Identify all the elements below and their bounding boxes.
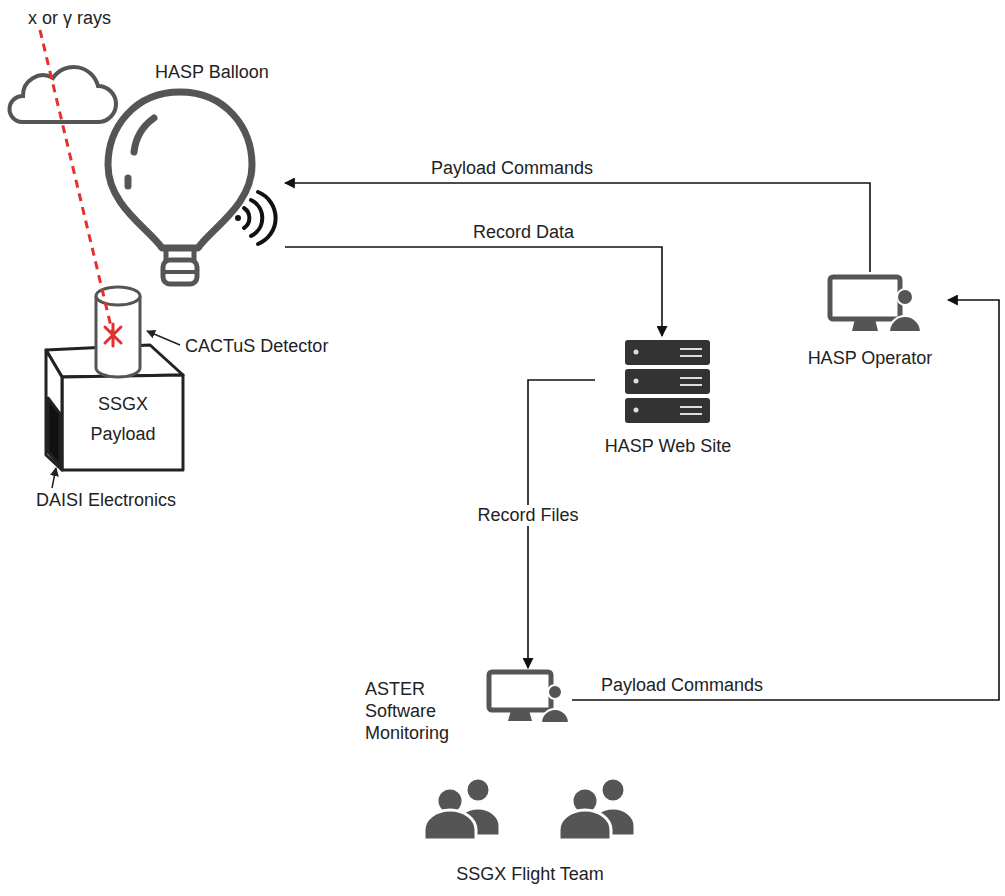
detector-node: CACTuS Detector [94, 285, 142, 378]
leader-line [147, 331, 180, 345]
edge-label: Payload Commands [428, 158, 596, 179]
operator-icon [830, 277, 921, 332]
ray-path [40, 30, 113, 335]
edge-label: Payload Commands [598, 675, 766, 696]
node-label: CACTuS Detector [185, 336, 328, 357]
monitor-icon [489, 672, 569, 723]
server-icon [625, 340, 710, 423]
server-node: HASP Web Site [595, 336, 741, 460]
operator-node: HASP Operator [792, 272, 948, 372]
edge-label: Record Data [470, 222, 577, 243]
team-icon [424, 778, 635, 840]
interaction-mark [105, 324, 121, 346]
node-label: ASTER Software Monitoring [365, 678, 457, 744]
daisi-electronics-panel [48, 398, 60, 466]
monitor-node: ASTER Software Monitoring [362, 668, 572, 740]
team-node: SSGX Flight Team [402, 770, 658, 886]
ray-label: x or γ rays [28, 8, 111, 29]
balloon-node: HASP Balloon [105, 58, 285, 290]
balloon-icon [108, 92, 252, 284]
flow-arrow [572, 300, 999, 700]
node-label: HASP Operator [792, 348, 948, 369]
cloud-icon [10, 67, 116, 122]
flow-arrow [285, 183, 870, 272]
payload-node: SSGX Payload [44, 343, 186, 473]
edge-label: Record Files [474, 505, 581, 526]
flow-arrow [285, 247, 662, 336]
callout-label: DAISI Electronics [36, 490, 176, 511]
wireless-symbol [235, 192, 276, 244]
node-label: SSGX Payload [87, 389, 159, 449]
leader-line [52, 468, 56, 488]
node-label: HASP Balloon [155, 62, 269, 83]
detector-cylinder [96, 287, 140, 377]
node-label: HASP Web Site [595, 436, 741, 457]
node-label: SSGX Flight Team [402, 864, 658, 885]
